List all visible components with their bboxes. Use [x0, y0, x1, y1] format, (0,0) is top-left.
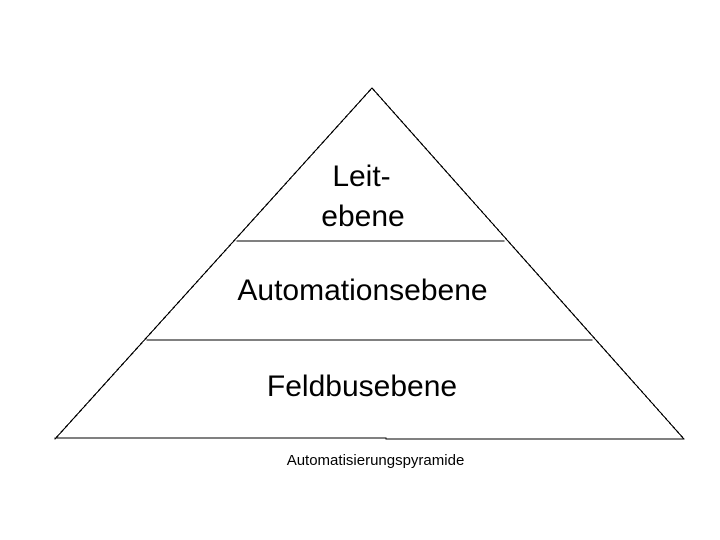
- pyramid-right-edge: [371, 87, 685, 440]
- level-label-leitebene-line1: Leit-: [332, 160, 391, 193]
- pyramid-left-edge: [54, 87, 373, 440]
- level-label-automationsebene: Automationsebene: [237, 274, 488, 307]
- level-label-leitebene-line2: ebene: [321, 200, 405, 233]
- pyramid-level-dividers: [146, 240, 593, 341]
- pyramid-outline: [54, 87, 685, 440]
- level-label-feldbusebene: Feldbusebene: [266, 370, 458, 403]
- diagram-caption: Automatisierungspyramide: [286, 452, 465, 469]
